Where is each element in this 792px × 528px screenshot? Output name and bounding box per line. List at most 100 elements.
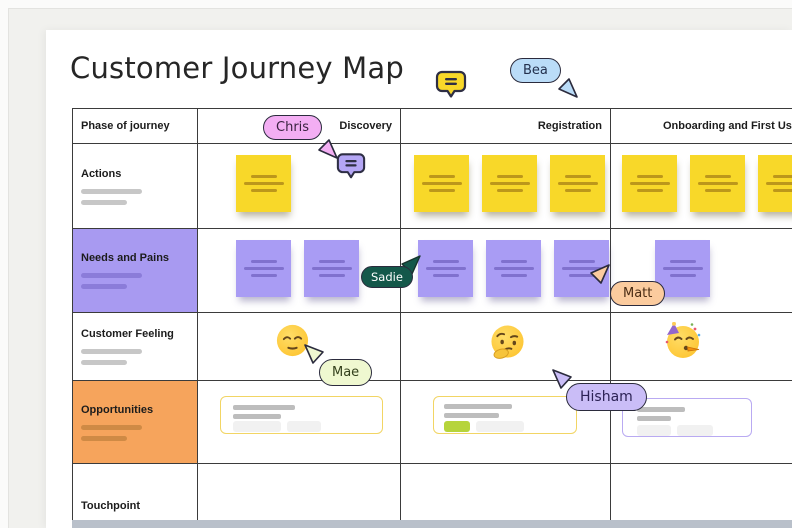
collaborator-tag-hisham: Hisham <box>566 383 647 411</box>
sticky-note-text-line <box>629 182 670 185</box>
placeholder-bar <box>233 414 281 419</box>
cell-actions-discovery[interactable] <box>198 144 401 229</box>
sticky-note[interactable] <box>550 155 605 212</box>
cell-opportunities-onboarding[interactable] <box>611 381 792 464</box>
sticky-group-needs-onboarding[interactable] <box>655 240 710 297</box>
sticky-note-text-line <box>496 175 523 178</box>
thinking-face-emoji[interactable] <box>490 325 525 360</box>
cell-actions-registration[interactable] <box>401 144 611 229</box>
journey-map-table: Phase of journey Discovery Registration … <box>72 108 792 528</box>
collaborator-name: Hisham <box>580 389 633 405</box>
sticky-note-text-line <box>669 260 696 263</box>
column-header-onboarding[interactable]: Onboarding and First Use <box>611 109 792 144</box>
placeholder-chip <box>677 425 713 436</box>
cell-feeling-onboarding[interactable] <box>611 313 792 381</box>
row-label-needs-and-pains[interactable]: Needs and Pains <box>73 229 198 313</box>
cell-feeling-discovery[interactable] <box>198 313 401 381</box>
row-label-touchpoint[interactable]: Touchpoint <box>73 464 198 528</box>
placeholder-bar <box>81 435 127 441</box>
collaborator-tag-matt: Matt <box>610 281 666 306</box>
page-title[interactable]: Customer Journey Map <box>70 51 404 85</box>
sticky-note-text-line <box>425 267 466 270</box>
row-label-actions[interactable]: Actions <box>73 144 198 229</box>
sticky-note-text-line <box>250 175 277 178</box>
sticky-note-text-line <box>250 274 277 277</box>
row-label-customer-feeling[interactable]: Customer Feeling <box>73 313 198 381</box>
comment-icon[interactable] <box>336 152 366 181</box>
sticky-note-text-line <box>318 274 345 277</box>
sticky-note-text-line <box>243 267 284 270</box>
cell-needs-registration[interactable] <box>401 229 611 313</box>
collaborator-name: Bea <box>523 63 548 78</box>
sticky-note-text-line <box>568 260 595 263</box>
sticky-note[interactable] <box>418 240 473 297</box>
sticky-note-text-line <box>421 182 462 185</box>
placeholder-chip-green <box>444 421 470 432</box>
sticky-note-text-line <box>704 175 731 178</box>
sticky-note[interactable] <box>236 240 291 297</box>
sticky-note[interactable] <box>482 155 537 212</box>
cell-feeling-registration[interactable] <box>401 313 611 381</box>
sticky-group-needs-registration[interactable] <box>418 240 609 297</box>
sticky-note[interactable] <box>690 155 745 212</box>
sticky-note[interactable] <box>414 155 469 212</box>
sticky-note[interactable] <box>655 240 710 297</box>
placeholder-bar <box>81 284 127 289</box>
sticky-note-text-line <box>568 274 595 277</box>
sticky-group-actions-onboarding[interactable] <box>622 155 792 212</box>
collaborator-name: Mae <box>332 365 360 380</box>
placeholder-bar <box>81 360 127 365</box>
sticky-group-needs-discovery[interactable] <box>236 240 359 297</box>
sticky-note[interactable] <box>622 155 677 212</box>
sticky-note[interactable] <box>486 240 541 297</box>
sticky-note-text-line <box>669 274 696 277</box>
opportunity-card-registration[interactable] <box>433 396 577 434</box>
sticky-group-actions-discovery[interactable] <box>236 155 291 212</box>
collaborator-tag-chris: Chris <box>263 115 323 140</box>
column-header-registration[interactable]: Registration <box>401 109 611 144</box>
cell-opportunities-discovery[interactable] <box>198 381 401 464</box>
header-text: Onboarding and First Use <box>662 120 792 132</box>
sticky-note-text-line <box>765 182 792 185</box>
cell-actions-onboarding[interactable] <box>611 144 792 229</box>
cell-needs-onboarding[interactable] <box>611 229 792 313</box>
collaborator-name: Sadie <box>371 270 403 284</box>
column-header-phase-of-journey[interactable]: Phase of journey <box>73 109 198 144</box>
cell-touchpoint-discovery[interactable] <box>198 464 401 528</box>
comment-icon[interactable] <box>435 70 467 100</box>
sticky-note-text-line <box>561 267 602 270</box>
placeholder-bar <box>233 405 295 410</box>
partying-face-emoji[interactable] <box>664 322 702 360</box>
sticky-note-text-line <box>311 267 352 270</box>
collaborator-tag-bea: Bea <box>510 58 561 83</box>
sticky-note[interactable] <box>304 240 359 297</box>
placeholder-chip <box>476 421 524 432</box>
placeholder-bar <box>444 413 499 418</box>
placeholder-bar <box>444 404 512 409</box>
column-header-discovery[interactable]: Discovery <box>198 109 401 144</box>
opportunity-card-discovery[interactable] <box>220 396 383 434</box>
pensive-face-emoji[interactable] <box>276 324 309 357</box>
placeholder-bar <box>81 199 127 205</box>
sticky-note-text-line <box>496 189 523 192</box>
collaborator-name: Chris <box>276 120 310 135</box>
sticky-note[interactable] <box>758 155 792 212</box>
collaborator-tag-mae: Mae <box>319 359 373 386</box>
cell-opportunities-registration[interactable] <box>401 381 611 464</box>
placeholder-chip <box>287 421 321 432</box>
placeholder-chip <box>233 421 281 432</box>
sticky-group-actions-registration[interactable] <box>414 155 605 212</box>
sticky-note-text-line <box>704 189 731 192</box>
sticky-note-text-line <box>564 175 591 178</box>
cell-touchpoint-onboarding[interactable] <box>611 464 792 528</box>
cell-touchpoint-registration[interactable] <box>401 464 611 528</box>
row-label-opportunities[interactable]: Opportunities <box>73 381 198 464</box>
collaborator-cursor-matt <box>590 264 610 284</box>
placeholder-bar <box>81 349 142 354</box>
sticky-note[interactable] <box>554 240 609 297</box>
sticky-note[interactable] <box>236 155 291 212</box>
sticky-note-text-line <box>318 260 345 263</box>
row-label-text: Touchpoint <box>81 500 141 512</box>
placeholder-bar <box>81 273 142 278</box>
